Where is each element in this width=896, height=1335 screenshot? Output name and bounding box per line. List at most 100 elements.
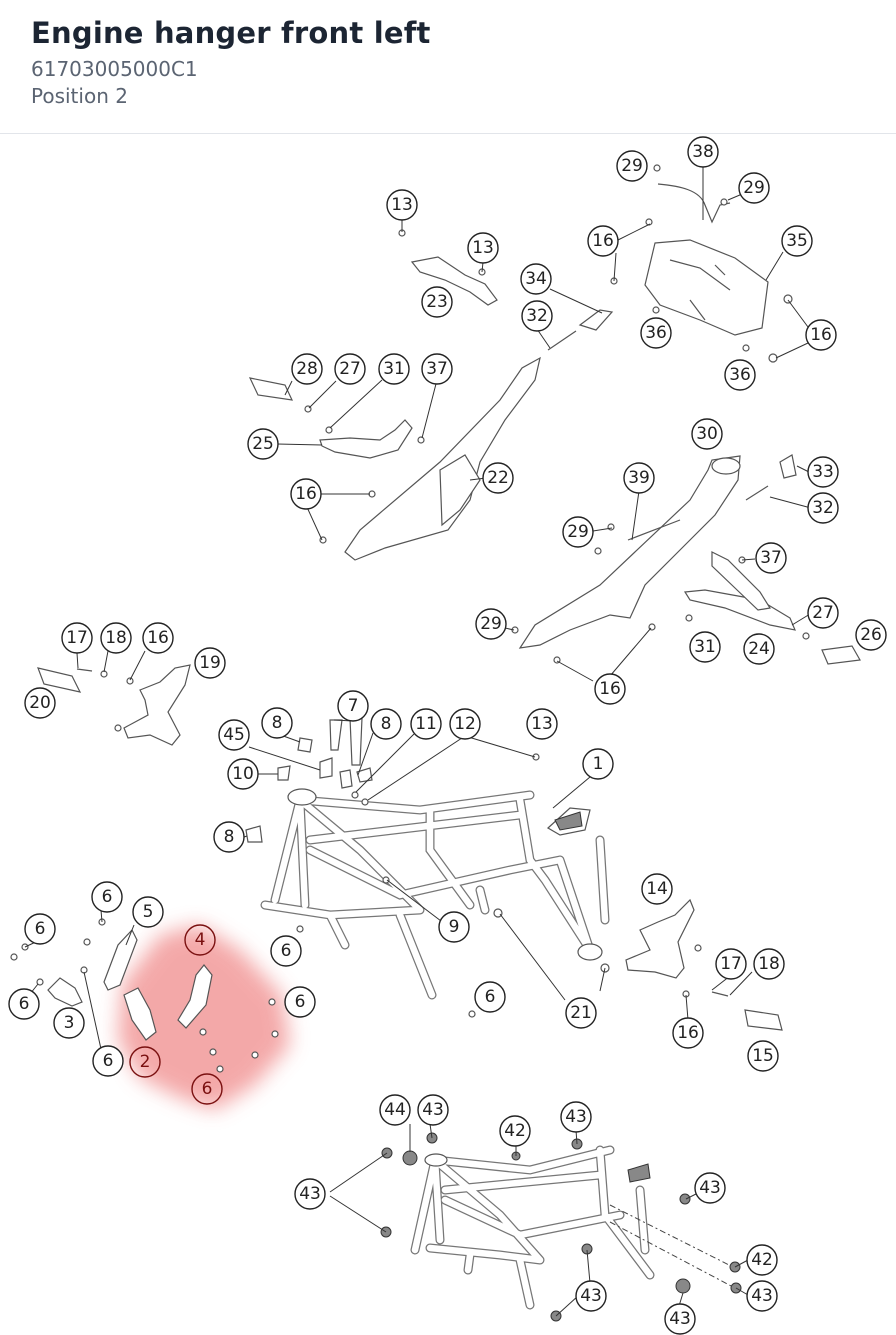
callout[interactable]: 6 xyxy=(92,1045,124,1077)
callout[interactable]: 21 xyxy=(565,997,597,1029)
callout-label: 20 xyxy=(29,693,51,713)
callout[interactable]: 37 xyxy=(755,542,787,574)
callout-label: 34 xyxy=(525,269,547,289)
part-position: Position 2 xyxy=(31,84,128,108)
callout[interactable]: 17 xyxy=(61,622,93,654)
callout[interactable]: 43 xyxy=(746,1280,778,1312)
callout[interactable]: 43 xyxy=(694,1172,726,1204)
callout[interactable]: 19 xyxy=(194,647,226,679)
callout[interactable]: 3 xyxy=(53,1007,85,1039)
callout[interactable]: 22 xyxy=(482,462,514,494)
callout[interactable]: 31 xyxy=(689,631,721,663)
callout[interactable]: 43 xyxy=(560,1101,592,1133)
callout-label: 21 xyxy=(570,1003,592,1023)
callout[interactable]: 16 xyxy=(594,673,626,705)
callout[interactable]: 18 xyxy=(100,622,132,654)
callout[interactable]: 29 xyxy=(475,608,507,640)
callout[interactable]: 13 xyxy=(467,232,499,264)
callout[interactable]: 36 xyxy=(724,359,756,391)
callout[interactable]: 16 xyxy=(142,622,174,654)
callout-label: 37 xyxy=(760,548,782,568)
exploded-parts-diagram: 38 29 29 16 35 13 13 23 34 32 36 16 36 2… xyxy=(8,136,887,1335)
callout[interactable]: 29 xyxy=(616,150,648,182)
callout[interactable]: 24 xyxy=(743,633,775,665)
callout[interactable]: 8 xyxy=(213,821,245,853)
callout[interactable]: 43 xyxy=(294,1178,326,1210)
callout[interactable]: 34 xyxy=(520,263,552,295)
callout[interactable]: 44 xyxy=(379,1094,411,1126)
highlight-region xyxy=(118,925,290,1110)
callout-label: 43 xyxy=(669,1309,691,1329)
callout[interactable]: 16 xyxy=(805,319,837,351)
callout-label: 36 xyxy=(645,323,667,343)
callout[interactable]: 37 xyxy=(421,353,453,385)
callout[interactable]: 8 xyxy=(370,708,402,740)
callout[interactable]: 36 xyxy=(640,317,672,349)
callout[interactable]: 29 xyxy=(738,172,770,204)
callout[interactable]: 43 xyxy=(575,1280,607,1312)
callout[interactable]: 7 xyxy=(337,690,369,722)
callout[interactable]: 27 xyxy=(807,597,839,629)
callout[interactable]: 15 xyxy=(747,1040,779,1072)
callout[interactable]: 31 xyxy=(378,353,410,385)
callout-highlighted[interactable]: 4 xyxy=(184,924,216,956)
callout[interactable]: 8 xyxy=(261,707,293,739)
callout[interactable]: 6 xyxy=(91,881,123,913)
callout[interactable]: 6 xyxy=(474,981,506,1013)
callout-label: 31 xyxy=(383,359,405,379)
callout[interactable]: 27 xyxy=(334,353,366,385)
callout[interactable]: 42 xyxy=(499,1115,531,1147)
callout[interactable]: 38 xyxy=(687,136,719,168)
callout-label: 6 xyxy=(102,887,113,907)
callout[interactable]: 17 xyxy=(715,948,747,980)
callout-label: 14 xyxy=(646,879,668,899)
callout-highlighted[interactable]: 2 xyxy=(129,1046,161,1078)
callout[interactable]: 29 xyxy=(562,516,594,548)
callout[interactable]: 16 xyxy=(672,1017,704,1049)
callout[interactable]: 6 xyxy=(270,935,302,967)
callout-highlighted[interactable]: 6 xyxy=(191,1073,223,1105)
callout-label: 43 xyxy=(565,1107,587,1127)
callout-label: 18 xyxy=(105,628,127,648)
callout[interactable]: 5 xyxy=(132,896,164,928)
callout[interactable]: 6 xyxy=(8,988,40,1020)
footrest-left-group xyxy=(37,664,191,746)
callout[interactable]: 35 xyxy=(781,225,813,257)
callout-label: 27 xyxy=(339,359,361,379)
callout-label: 35 xyxy=(786,231,808,251)
callout[interactable]: 45 xyxy=(218,719,250,751)
callout-label: 23 xyxy=(426,292,448,312)
callout[interactable]: 28 xyxy=(291,353,323,385)
callout[interactable]: 10 xyxy=(227,758,259,790)
callout[interactable]: 6 xyxy=(284,986,316,1018)
callout[interactable]: 43 xyxy=(664,1303,696,1335)
callout-label: 29 xyxy=(480,614,502,634)
callout[interactable]: 32 xyxy=(807,492,839,524)
callout[interactable]: 9 xyxy=(438,911,470,943)
callout-label: 7 xyxy=(348,696,359,716)
callout[interactable]: 14 xyxy=(641,873,673,905)
callout[interactable]: 18 xyxy=(753,948,785,980)
callout[interactable]: 12 xyxy=(449,708,481,740)
callout[interactable]: 33 xyxy=(807,456,839,488)
callout-label: 8 xyxy=(224,827,235,847)
callout[interactable]: 16 xyxy=(587,225,619,257)
callout[interactable]: 16 xyxy=(290,478,322,510)
callout-label: 36 xyxy=(729,365,751,385)
callout[interactable]: 30 xyxy=(691,418,723,450)
callout-label: 27 xyxy=(812,603,834,623)
callout[interactable]: 32 xyxy=(521,300,553,332)
callout[interactable]: 11 xyxy=(410,708,442,740)
callout[interactable]: 26 xyxy=(855,619,887,651)
callout[interactable]: 20 xyxy=(24,687,56,719)
callout[interactable]: 13 xyxy=(526,708,558,740)
callout[interactable]: 43 xyxy=(417,1094,449,1126)
callout[interactable]: 25 xyxy=(247,428,279,460)
callout[interactable]: 1 xyxy=(582,748,614,780)
callout[interactable]: 13 xyxy=(386,189,418,221)
callout[interactable]: 39 xyxy=(623,462,655,494)
callout[interactable]: 42 xyxy=(746,1244,778,1276)
callout-label: 6 xyxy=(103,1051,114,1071)
callout[interactable]: 6 xyxy=(24,913,56,945)
callout[interactable]: 23 xyxy=(421,286,453,318)
